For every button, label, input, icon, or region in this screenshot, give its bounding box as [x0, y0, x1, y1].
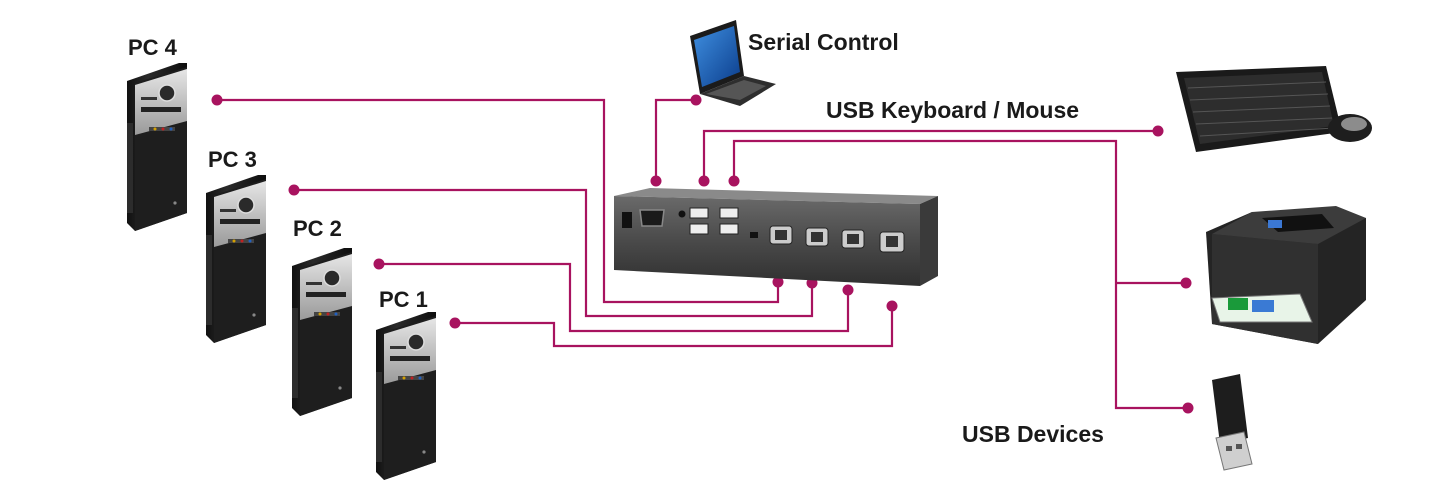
desktop-tower-icon: [375, 311, 437, 481]
desktop-tower-icon: [291, 247, 353, 417]
printer-icon: [1206, 206, 1366, 344]
desktop-tower-icon: [126, 62, 188, 232]
label-pc4: PC 4: [128, 35, 178, 60]
cable-serial: [654, 98, 696, 180]
label-usb-devices: USB Devices: [962, 421, 1104, 447]
cable-pc3: [294, 188, 814, 318]
cable-pc4: [217, 98, 780, 304]
cable-usb-devices: [732, 139, 1188, 410]
label-pc1: PC 1: [379, 287, 428, 312]
label-usb-keyboard-mouse: USB Keyboard / Mouse: [826, 97, 1079, 123]
desktop-tower-icon: [205, 174, 267, 344]
keyboard-icon: [1176, 66, 1342, 152]
usb-flash-drive-icon: [1212, 374, 1253, 471]
laptop-icon: [690, 20, 776, 106]
label-pc2: PC 2: [293, 216, 342, 241]
cable-usb-keyboard-mouse: [702, 129, 1158, 180]
cable-pc2: [379, 262, 850, 333]
label-pc3: PC 3: [208, 147, 257, 172]
mouse-icon: [1328, 114, 1372, 142]
cables: [217, 98, 1188, 410]
cable-pc1: [455, 306, 894, 348]
label-serial-control: Serial Control: [748, 29, 899, 55]
kvm-switch-icon: [614, 188, 938, 286]
